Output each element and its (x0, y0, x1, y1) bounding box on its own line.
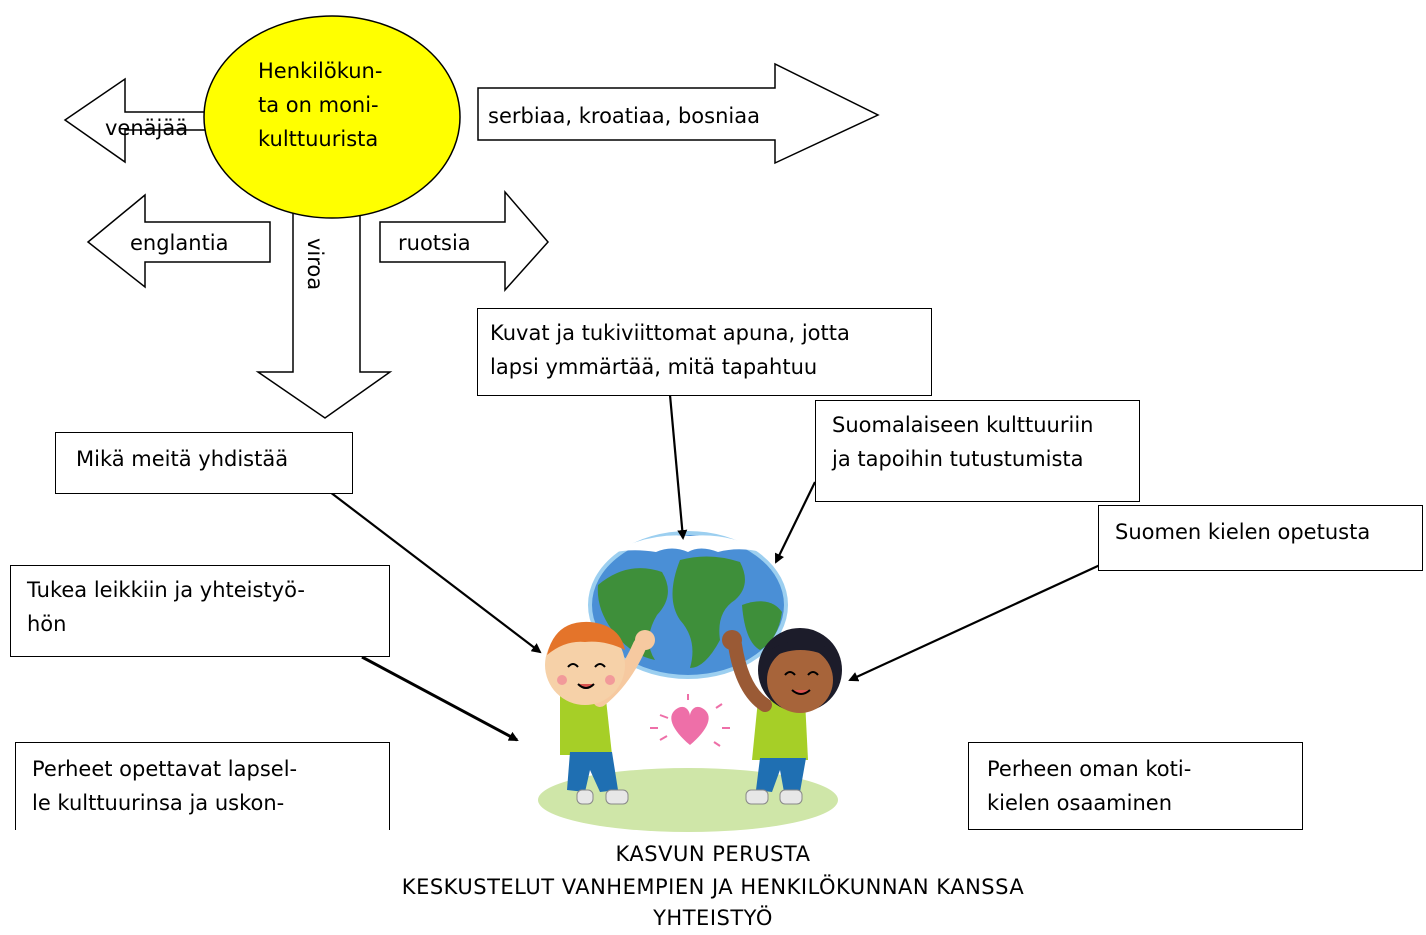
heart-illustration (650, 694, 730, 747)
box-finnish: Suomen kielen opetusta (1098, 505, 1423, 571)
boy-illustration (545, 621, 655, 805)
language-serbian: serbiaa, kroatiaa, bosniaa (488, 104, 760, 128)
box-unites-line-1: Mikä meitä yhdistää (76, 447, 289, 471)
center-bubble (203, 15, 461, 219)
footer-line-1: KASVUN PERUSTA (615, 842, 811, 866)
connector-finnish (848, 564, 1101, 682)
box-culture: Suomalaiseen kulttuuriin ja tapoihin tut… (815, 400, 1140, 502)
language-estonian: viroa (303, 238, 327, 290)
bubble-line-2: ta on moni- (258, 93, 379, 117)
box-play-line-2: hön (27, 611, 67, 636)
box-pictures-line-1: Kuvat ja tukiviittomat apuna, jotta (490, 321, 850, 345)
language-english: englantia (130, 231, 229, 255)
footer-line-3: YHTEISTYÖ (653, 906, 773, 930)
box-families: Perheet opettavat lapsel- le kulttuurins… (15, 742, 390, 830)
arrow-estonian (255, 209, 393, 419)
box-finnish-line-1: Suomen kielen opetusta (1115, 520, 1371, 544)
language-russian: venäjää (105, 116, 188, 140)
box-unites: Mikä meitä yhdistää (55, 432, 353, 494)
box-families-line-1: Perheet opettavat lapsel- (32, 757, 298, 781)
box-pictures-line-2: lapsi ymmärtää, mitä tapahtuu (490, 354, 818, 379)
box-homelang-line-2: kielen osaaminen (987, 790, 1173, 815)
girl-illustration (722, 628, 842, 805)
box-families-line-2: le kulttuurinsa ja uskon- (32, 790, 285, 815)
arrow-english (86, 193, 271, 289)
connector-unites (329, 491, 542, 654)
footer-line-2: KESKUSTELUT VANHEMPIEN JA HENKILÖKUNNAN … (401, 875, 1025, 899)
connector-culture (775, 481, 816, 564)
box-play-line-1: Tukea leikkiin ja yhteistyö- (27, 578, 305, 602)
box-culture-line-1: Suomalaiseen kulttuuriin (832, 413, 1094, 437)
connector-pictures (668, 394, 688, 540)
connector-play (361, 655, 519, 742)
box-pictures: Kuvat ja tukiviittomat apuna, jotta laps… (477, 308, 932, 396)
language-swedish: ruotsia (398, 231, 471, 255)
box-culture-line-2: ja tapoihin tutustumista (832, 446, 1084, 471)
box-play: Tukea leikkiin ja yhteistyö- hön (10, 565, 390, 657)
box-homelang-line-1: Perheen oman koti- (987, 757, 1192, 781)
box-homelang: Perheen oman koti- kielen osaaminen (968, 742, 1303, 830)
arrow-swedish (379, 189, 549, 292)
bubble-line-3: kulttuurista (258, 127, 378, 151)
bubble-line-1: Henkilökun- (258, 59, 382, 83)
arrow-serbian (477, 62, 880, 165)
